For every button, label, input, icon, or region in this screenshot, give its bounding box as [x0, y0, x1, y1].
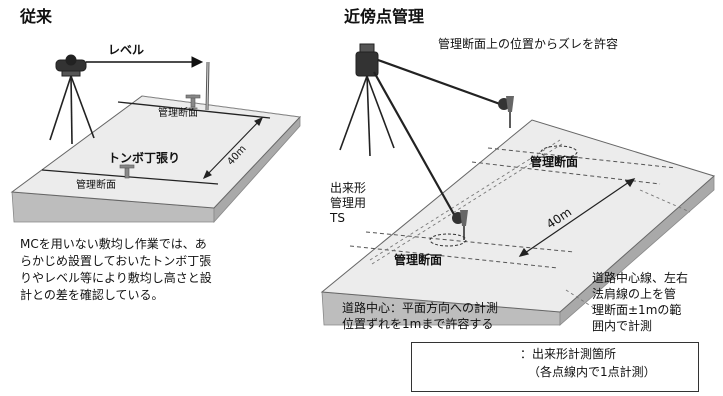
- measure-spot-bottom: [429, 233, 467, 247]
- tombo-stake-label: トンボ丁張り: [108, 151, 181, 165]
- center-note-1: 道路中心：平面方向への計測: [342, 301, 499, 315]
- level-arrow: [86, 56, 204, 68]
- side-note-4: 囲内で計測: [592, 319, 653, 333]
- level-instrument-icon: [49, 54, 95, 145]
- side-note-1: 道路中心線、左右: [592, 271, 689, 285]
- left-section-line-bottom: [41, 169, 219, 185]
- left-distance-arrow: [202, 116, 264, 180]
- side-note-3: 理断面±1mの範: [592, 303, 682, 317]
- prism-icon-top: [498, 96, 514, 128]
- left-embankment: [10, 95, 302, 224]
- left-section-label-top: 管理断面: [158, 108, 198, 119]
- right-distance-arrow: [518, 178, 636, 257]
- side-note-2: 法肩線の上を管: [592, 287, 677, 301]
- prism-icon-bottom: [452, 210, 468, 240]
- tombo-stake-icon: [119, 94, 201, 179]
- legend-text-1: ：出来形計測箇所: [520, 347, 617, 361]
- total-station-icon: [339, 43, 395, 157]
- left-section-label-bottom: 管理断面: [76, 180, 116, 191]
- legend-box: [411, 342, 699, 392]
- right-embankment: [320, 119, 715, 326]
- left-title: 従来: [20, 7, 53, 26]
- right-section-label-top: 管理断面: [530, 155, 579, 169]
- center-note-2: 位置ずれを1mまで許容する: [342, 317, 494, 331]
- left-description-4: 計との差を確認している。: [20, 288, 164, 302]
- right-centerline: [369, 139, 691, 313]
- level-staff-icon: [205, 61, 210, 111]
- ts-label-2: 管理用: [330, 196, 367, 210]
- left-description-2: らかじめ設置しておいたトンボ丁張: [20, 254, 212, 268]
- legend-text-2: （各点線内で1点計測）: [528, 365, 656, 379]
- ts-sight-lines: [373, 58, 501, 219]
- left-description-1: MCを用いない敷均し作業では、あ: [20, 237, 207, 251]
- ts-label-1: 出来形: [330, 181, 367, 195]
- ts-label-3: TS: [330, 211, 345, 225]
- right-title: 近傍点管理: [344, 7, 425, 26]
- level-label: レベル: [108, 43, 145, 57]
- tolerance-note: 管理断面上の位置からズレを許容: [438, 37, 619, 51]
- left-description-3: りやレベル等により敷均し高さと設: [20, 271, 212, 285]
- left-section-line-top: [117, 101, 271, 119]
- measure-spot-top: [540, 145, 578, 159]
- right-section-label-bottom: 管理断面: [394, 253, 443, 267]
